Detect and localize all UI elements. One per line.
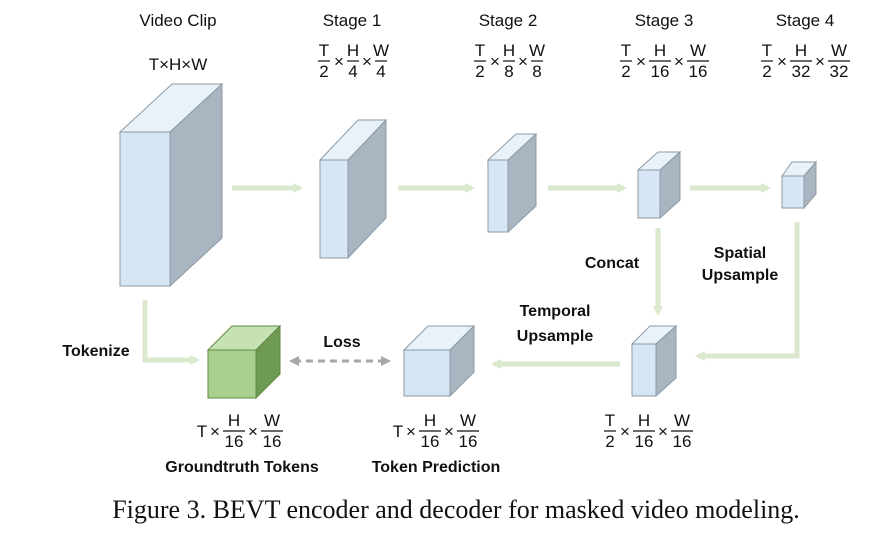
- arrow-spatial-upsample: [695, 222, 800, 361]
- times-1: ×: [334, 52, 344, 71]
- frac-w-denominator: 16: [459, 432, 478, 451]
- token-prediction-label: Token Prediction: [372, 459, 501, 476]
- frac-w-denominator: 16: [689, 62, 708, 81]
- spatial-upsample-label-2: Upsample: [702, 267, 779, 284]
- frac-h-denominator: 16: [421, 432, 440, 451]
- frac-w-denominator: 4: [376, 62, 385, 81]
- temporal-upsample-label-2: Upsample: [517, 328, 594, 345]
- groundtruth-tokens-label: Groundtruth Tokens: [165, 459, 319, 476]
- video-clip-box: [118, 82, 224, 288]
- frac-w-numerator: W: [690, 41, 706, 60]
- stage3-dims: T2×H16×W16: [620, 41, 709, 81]
- frac-h-numerator: H: [503, 41, 515, 60]
- stage1-title: Stage 1: [323, 11, 382, 30]
- frac-t-denominator: 2: [762, 62, 771, 81]
- concat-label: Concat: [585, 255, 640, 272]
- frac-h-denominator: 8: [504, 62, 513, 81]
- stage2-dims: T2×H8×W8: [474, 41, 545, 81]
- frac-w-numerator: W: [674, 411, 690, 430]
- times-2: ×: [674, 52, 684, 71]
- frac-h-denominator: 4: [348, 62, 357, 81]
- times-1: ×: [210, 422, 220, 441]
- times-1: ×: [620, 422, 630, 441]
- frac-t-numerator: T: [762, 41, 772, 60]
- frac-h-denominator: 16: [635, 432, 654, 451]
- frac-h-numerator: H: [654, 41, 666, 60]
- groundtruth-dims: T×H16×W16: [197, 411, 283, 451]
- frac-t-numerator: T: [621, 41, 631, 60]
- frac-h-numerator: H: [347, 41, 359, 60]
- times-2: ×: [658, 422, 668, 441]
- frac-h-numerator: H: [638, 411, 650, 430]
- decoder-dims: T2×H16×W16: [604, 411, 693, 451]
- frac-t-numerator: T: [605, 411, 615, 430]
- frac-w-numerator: W: [264, 411, 280, 430]
- frac-t-numerator: T: [319, 41, 329, 60]
- frac-t-numerator: T: [475, 41, 485, 60]
- frac-h-numerator: H: [424, 411, 436, 430]
- frac-h-denominator: 32: [792, 62, 811, 81]
- frac-h-denominator: 16: [651, 62, 670, 81]
- token-prediction-box: [402, 324, 476, 398]
- frac-w-denominator: 16: [673, 432, 692, 451]
- times-2: ×: [444, 422, 454, 441]
- frac-w-denominator: 8: [532, 62, 541, 81]
- times-2: ×: [815, 52, 825, 71]
- prefix-t: T: [393, 422, 403, 441]
- frac-t-denominator: 2: [621, 62, 630, 81]
- prefix-t: T: [197, 422, 207, 441]
- figure-caption: Figure 3. BEVT encoder and decoder for m…: [112, 495, 800, 524]
- times-2: ×: [248, 422, 258, 441]
- times-2: ×: [518, 52, 528, 71]
- stage2-box: [486, 132, 538, 234]
- frac-h-numerator: H: [228, 411, 240, 430]
- stage1-box: [318, 118, 388, 260]
- times-1: ×: [777, 52, 787, 71]
- video-clip-dims: T×H×W: [149, 55, 208, 74]
- frac-w-numerator: W: [529, 41, 545, 60]
- frac-w-denominator: 16: [263, 432, 282, 451]
- frac-t-denominator: 2: [319, 62, 328, 81]
- frac-t-denominator: 2: [475, 62, 484, 81]
- tokenize-label: Tokenize: [62, 343, 129, 360]
- arrow-tokenize: [142, 300, 200, 365]
- frac-t-denominator: 2: [605, 432, 614, 451]
- stage4-box: [781, 160, 818, 210]
- frac-w-numerator: W: [831, 41, 847, 60]
- times-1: ×: [490, 52, 500, 71]
- times-1: ×: [406, 422, 416, 441]
- decoder-box: [630, 324, 678, 398]
- temporal-upsample-label-1: Temporal: [520, 303, 591, 320]
- stage3-title: Stage 3: [635, 11, 694, 30]
- stage2-title: Stage 2: [479, 11, 538, 30]
- frac-w-denominator: 32: [830, 62, 849, 81]
- spatial-upsample-label-1: Spatial: [714, 245, 766, 262]
- times-1: ×: [636, 52, 646, 71]
- frac-w-numerator: W: [460, 411, 476, 430]
- stage3-box: [636, 150, 682, 220]
- stage4-title: Stage 4: [776, 11, 835, 30]
- groundtruth-tokens-box: [206, 324, 282, 400]
- frac-h-numerator: H: [795, 41, 807, 60]
- times-2: ×: [362, 52, 372, 71]
- video-clip-title: Video Clip: [139, 11, 216, 30]
- loss-label: Loss: [323, 334, 360, 351]
- stage1-dims: T2×H4×W4: [318, 41, 389, 81]
- prediction-dims: T×H16×W16: [393, 411, 479, 451]
- frac-h-denominator: 16: [225, 432, 244, 451]
- frac-w-numerator: W: [373, 41, 389, 60]
- stage4-dims: T2×H32×W32: [761, 41, 850, 81]
